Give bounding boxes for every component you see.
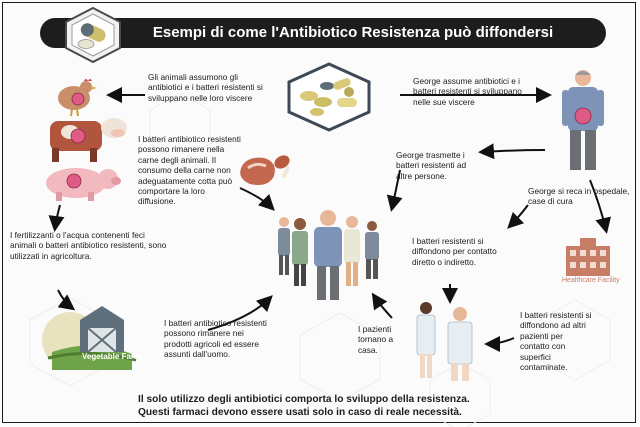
arrow-to-crowd-right (386, 169, 403, 212)
george-hospital-text: George si reca in ospedale, case di cura (528, 186, 630, 207)
farm-animals-icon (46, 79, 127, 201)
arrow-animals-down (48, 204, 65, 232)
arrow-meat-to-people (239, 187, 275, 211)
patients-icon (416, 302, 473, 381)
arrow-george-transmits (478, 143, 546, 160)
animals-take-text: Gli animali assumono gli antibiotici e i… (148, 72, 263, 103)
fertilizers-text: I fertilizzanti o l'acqua contenenti fec… (10, 230, 167, 261)
arrow-to-contact (507, 204, 529, 229)
footer-line-1: Il solo utilizzo degli antibiotici compo… (138, 394, 470, 405)
arrow-surfaces-to-patients (484, 335, 515, 352)
george-person-icon (562, 70, 604, 170)
vegetable-farm-label: Vegetable Farm (82, 352, 142, 361)
antibiotics-pills-icon (287, 62, 371, 132)
pills-hexagon-logo (65, 6, 121, 64)
arrow-to-hospital (589, 179, 611, 234)
direct-contact-text: I batteri resistenti si diffondono per c… (412, 236, 497, 267)
vegetable-farm-icon (42, 306, 137, 370)
meat-text: I batteri antibiotico resistenti possono… (138, 134, 241, 207)
pig-icon (46, 168, 121, 201)
arrow-to-farm (57, 289, 76, 311)
crowd-of-people-icon (278, 210, 379, 300)
meat-icon (240, 155, 291, 185)
chicken-icon (58, 79, 97, 117)
footer-line-2: Questi farmaci devono essere usati solo … (138, 406, 462, 418)
cow-icon (50, 118, 127, 162)
patients-home-text: I pazienti tornano a casa. (358, 324, 394, 355)
george-takes-text: George assume antibiotici e i batteri re… (413, 76, 522, 107)
footer-note: Il solo utilizzo degli antibiotici compo… (138, 394, 518, 419)
arrow-patients-to-crowd (371, 292, 393, 319)
page-title: Esempi di come l'Antibiotico Resistenza … (40, 18, 606, 48)
healthcare-facility-icon (566, 238, 610, 276)
george-transmits-text: George trasmette i batteri resistenti ad… (396, 150, 467, 181)
healthcare-facility-label: Healthcare Facility (562, 277, 620, 284)
arrow-farm-to-people (207, 295, 273, 331)
surfaces-text: I batteri resistenti si diffondono ad al… (520, 310, 592, 373)
produce-text: I batteri antibiotico resistenti possono… (164, 318, 267, 360)
outer-frame (2, 2, 636, 423)
